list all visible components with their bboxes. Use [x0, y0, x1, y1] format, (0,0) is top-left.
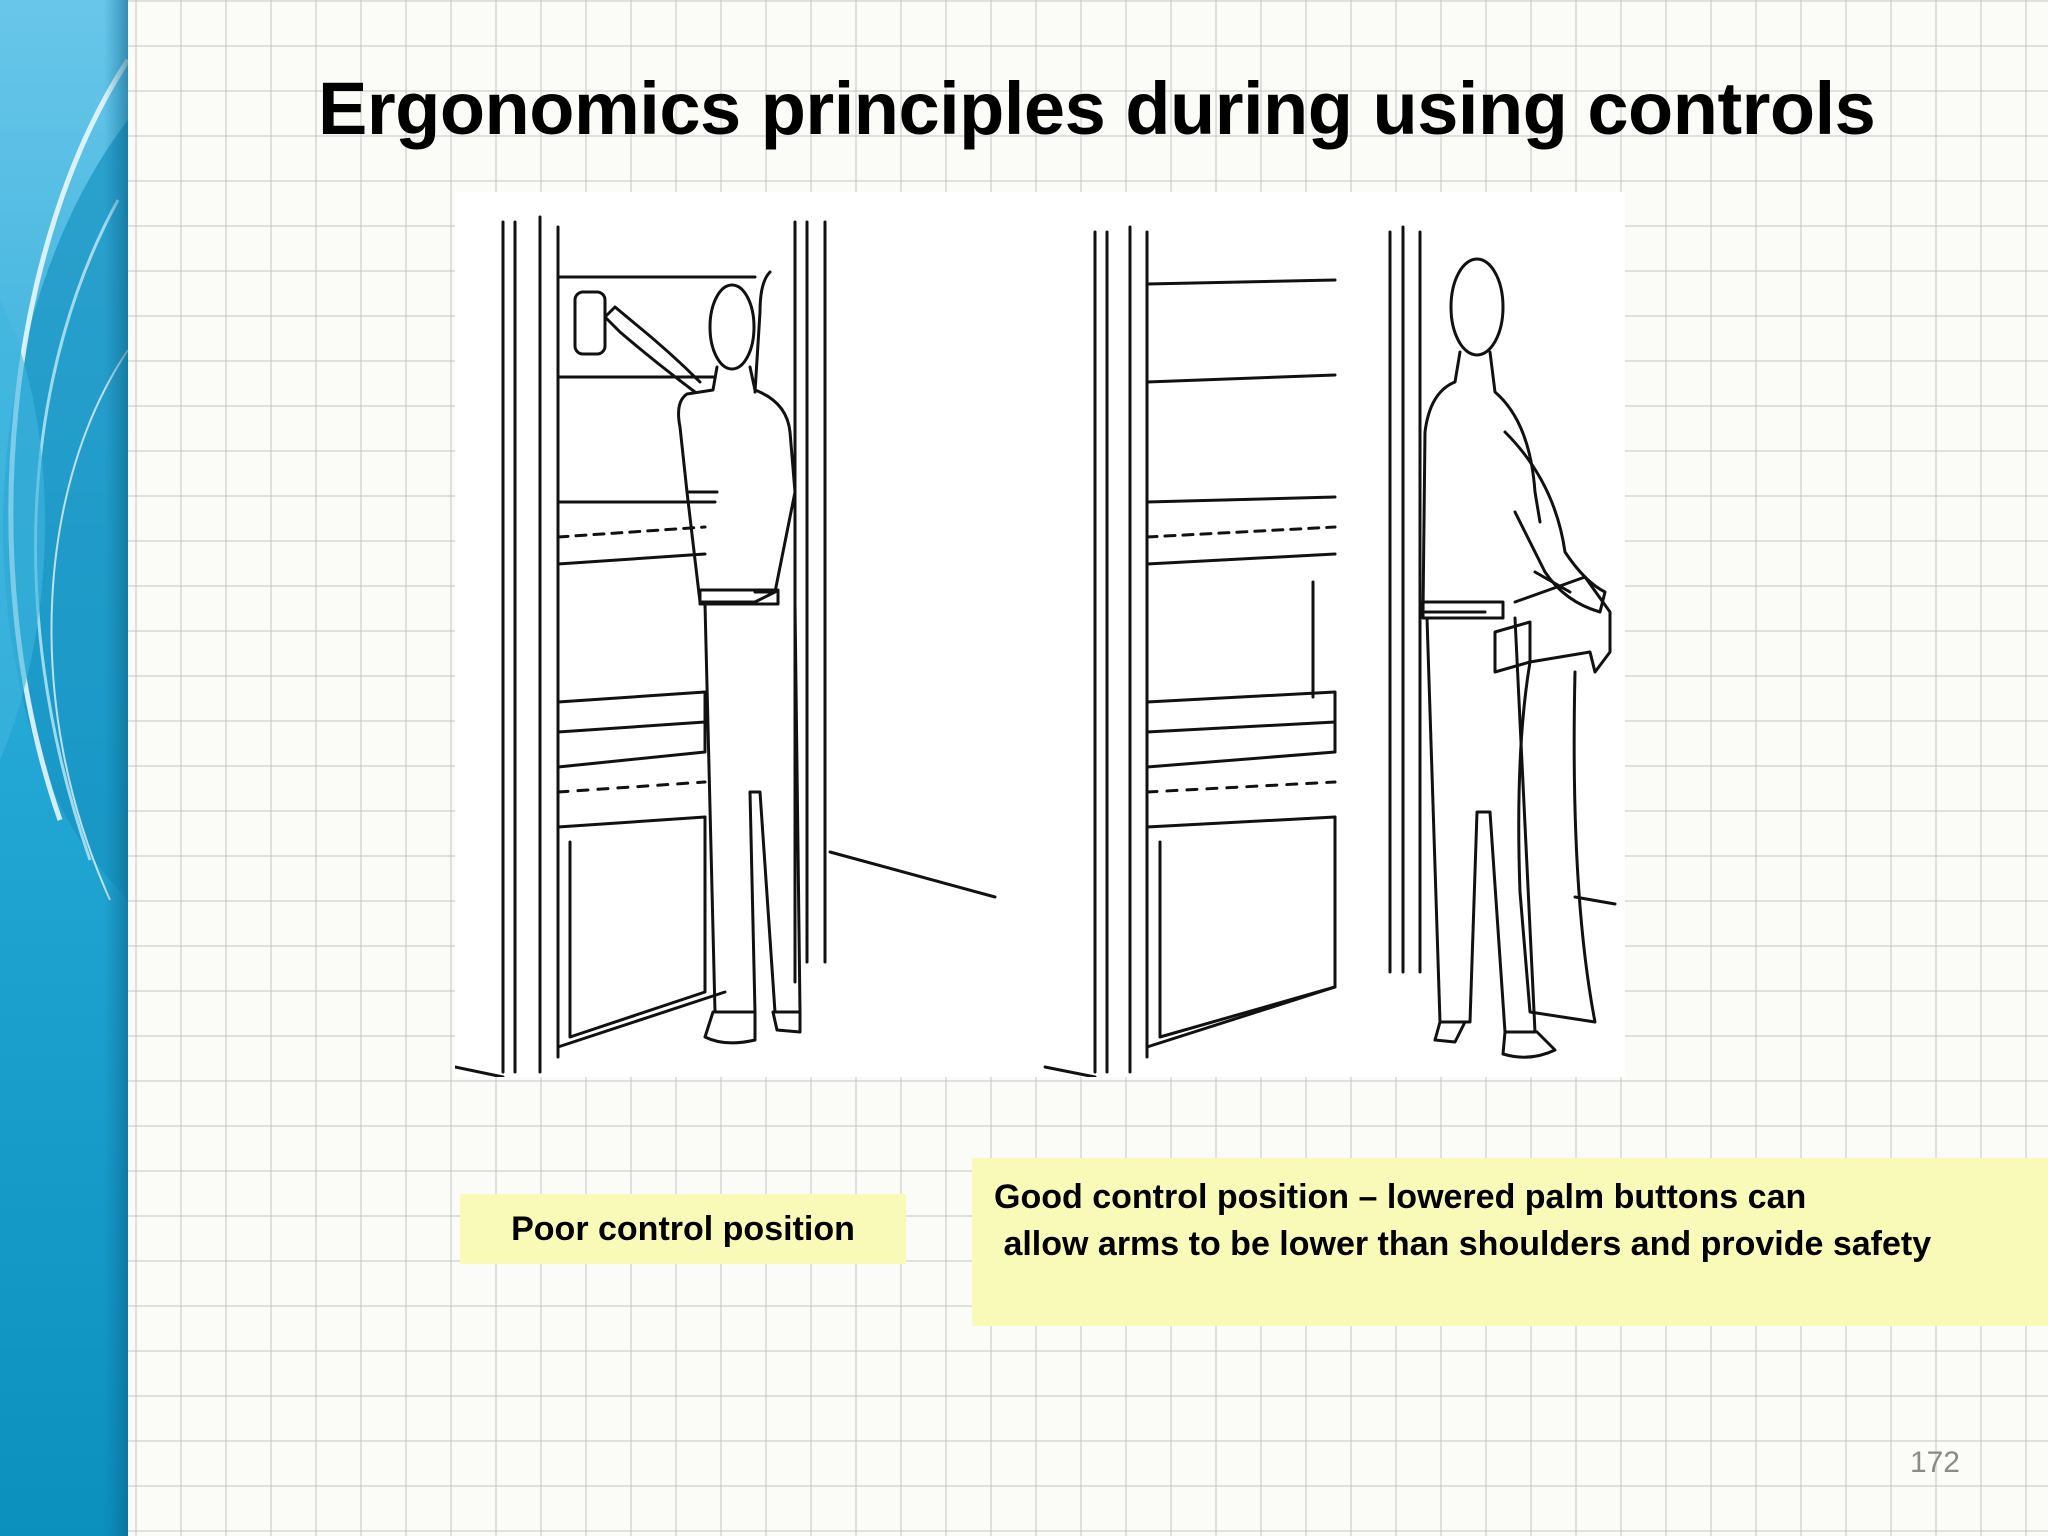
slide-page-number: 172 [1909, 1446, 1960, 1479]
good-position-scene [1043, 225, 1617, 1077]
good-position-caption-line1: Good control position – lowered palm but… [994, 1178, 1807, 1216]
decorative-sidebar [0, 0, 128, 1536]
ergonomics-illustration [455, 192, 1625, 1077]
good-position-caption: Good control position – lowered palm but… [972, 1158, 2048, 1326]
poor-position-scene [455, 215, 997, 1077]
sidebar-wave-graphic [0, 0, 128, 1536]
slide-title: Ergonomics principles during using contr… [318, 67, 1876, 150]
good-position-caption-line2: allow arms to be lower than shoulders an… [994, 1225, 1932, 1263]
poor-position-caption-text: Poor control position [511, 1209, 855, 1248]
poor-position-caption: Poor control position [460, 1194, 906, 1264]
